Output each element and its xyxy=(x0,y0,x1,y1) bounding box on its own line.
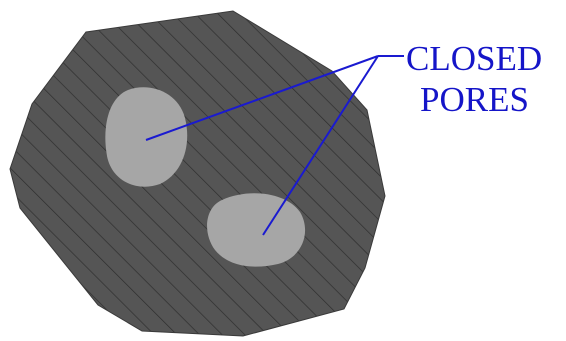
closed-pore-lower xyxy=(207,193,306,267)
particle-body xyxy=(9,10,386,337)
label-line-2: PORES xyxy=(420,80,529,119)
label-line-1: CLOSED xyxy=(406,39,542,78)
leader-line-upper-pore xyxy=(145,55,379,141)
closed-pore-upper xyxy=(105,87,188,187)
leader-line-lower-pore xyxy=(262,55,379,236)
